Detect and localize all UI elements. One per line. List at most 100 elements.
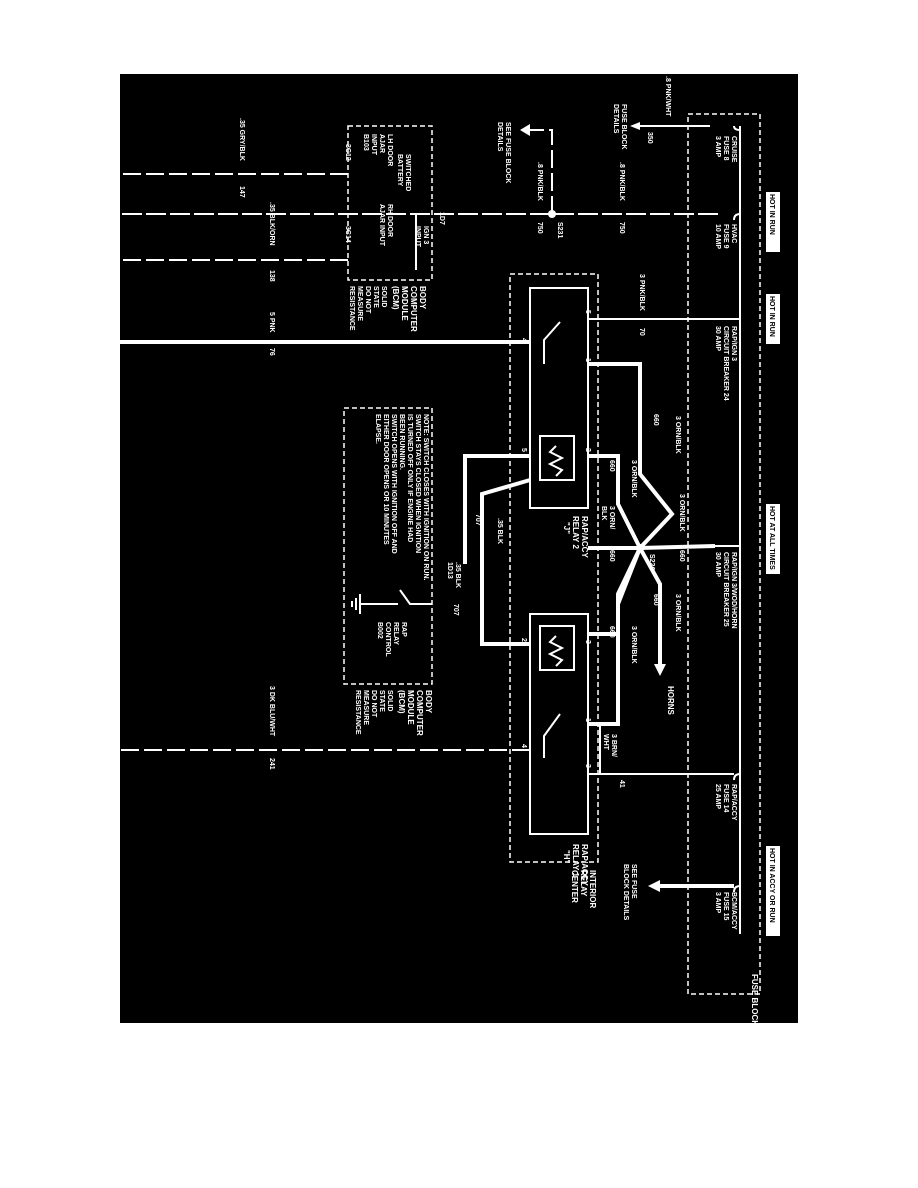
svg-text:BODY: BODY (418, 286, 427, 310)
relay-2-box[interactable] (529, 287, 589, 509)
relay-2-label: RAP/ACCY RELAY 2 "J" (562, 516, 589, 558)
svg-text:DO NOT: DO NOT (370, 690, 377, 718)
see-fuse-block-2a: SEE FUSE (630, 864, 637, 899)
svg-text:FUSE 8: FUSE 8 (722, 136, 729, 161)
svg-text:CENTER: CENTER (570, 870, 579, 903)
svg-text:EITHER DOOR OPENS OR 10 MINUTE: EITHER DOOR OPENS OR 10 MINUTES (382, 414, 389, 545)
svg-text:SOLID: SOLID (380, 286, 387, 307)
fuse-cruise: CRUISE FUSE 8 3 AMP (714, 136, 737, 163)
fuse-rap-ign3-wod: RAP/IGN 3/WOD/HORN CIRCUIT BREAKER 25 30… (714, 552, 737, 629)
wire-707-b: 707 (452, 604, 459, 616)
wire-3orn-4: 3 ORN/ (608, 506, 615, 529)
svg-text:FUSE 15: FUSE 15 (722, 892, 729, 921)
wire-35grybk: .35 GRY/BLK (238, 118, 245, 161)
svg-text:INTERIOR: INTERIOR (588, 870, 597, 908)
horns-label: HORNS (666, 686, 675, 716)
svg-text:3: 3 (584, 640, 591, 644)
note-text: NOTE: SWITCH CLOSES WITH IGNITION ON RUN… (374, 414, 429, 580)
svg-text:SWITCH STAYS CLOSED WHEN IGNIT: SWITCH STAYS CLOSED WHEN IGNITION (414, 414, 421, 553)
svg-text:BEEN RUNNING.: BEEN RUNNING. (398, 414, 405, 470)
wire-660-2: 660 (608, 460, 615, 472)
wire-138: 138 (268, 270, 275, 282)
svg-text:MEASURE: MEASURE (362, 690, 369, 725)
wire-wht: WHT (602, 734, 609, 751)
svg-text:BCM/ACCY: BCM/ACCY (730, 892, 737, 930)
fuse-block-label: FUSE BLOCK (750, 974, 759, 1023)
svg-text:ELAPSE.: ELAPSE. (374, 414, 381, 444)
svg-text:IGN 3: IGN 3 (422, 226, 429, 244)
svg-text:MODULE: MODULE (406, 690, 415, 725)
svg-text:30 AMP: 30 AMP (714, 326, 721, 351)
svg-text:3C12: 3C12 (344, 144, 351, 161)
svg-text:CONTROL: CONTROL (384, 622, 391, 657)
svg-text:AJAR: AJAR (378, 134, 385, 153)
wire-blk: BLK (600, 506, 607, 520)
bcm-bottom-ctrl: RAP RELAY CONTROL B002 (376, 622, 407, 657)
svg-text:STATE: STATE (372, 286, 379, 308)
svg-text:5: 5 (584, 310, 591, 314)
svg-text:10 AMP: 10 AMP (714, 224, 721, 249)
svg-text:HOT IN RUN: HOT IN RUN (768, 194, 775, 235)
svg-text:COMPUTER: COMPUTER (409, 286, 418, 332)
bcm-top-title: BODY COMPUTER MODULE (BCM) SOLID STATE D… (348, 286, 427, 332)
wire-35blk: .35 BLK (496, 518, 503, 544)
svg-text:STATE: STATE (378, 690, 385, 712)
svg-text:LH DOOR: LH DOOR (386, 134, 393, 166)
wire-350-label: 350 (646, 132, 653, 144)
see-fuse-block-2b: BLOCK DETAILS (622, 864, 629, 921)
svg-text:HOT IN RUN: HOT IN RUN (768, 296, 775, 337)
wire-41: 41 (618, 780, 625, 788)
svg-text:B002: B002 (376, 622, 383, 639)
wire-750-a: 750 (618, 222, 625, 234)
fuse-hvac: HVAC FUSE 9 10 AMP (714, 224, 737, 249)
wire-1d7: 1D7 (438, 212, 445, 225)
see-fuse-block-b: DETAILS (496, 122, 503, 152)
svg-text:RELAY: RELAY (579, 870, 588, 897)
wire-241: 241 (268, 758, 275, 770)
wire-35blkorn: .35 BLK/ORN (268, 202, 275, 246)
svg-text:RELAY 1: RELAY 1 (571, 844, 580, 877)
svg-text:MODULE: MODULE (400, 286, 409, 321)
fuse-details-label-a: FUSE BLOCK (620, 104, 627, 150)
wire-1d13: 1D13 (446, 562, 453, 579)
wire-3ornblk-2: 3 ORN/BLK (630, 460, 637, 498)
svg-text:RAP/IGN 3: RAP/IGN 3 (730, 326, 737, 361)
wire-660-6: 660 (608, 626, 615, 638)
svg-text:INPUT: INPUT (414, 226, 421, 248)
svg-text:RAP/ACCY: RAP/ACCY (580, 516, 589, 558)
svg-text:RELAY: RELAY (392, 622, 399, 645)
svg-text:RESISTANCE: RESISTANCE (354, 690, 361, 735)
header-hot-run-1: HOT IN RUN (766, 192, 780, 252)
svg-text:RAP/ACCY: RAP/ACCY (580, 844, 589, 886)
wire-8pnkblk-a: .8 PNK/BLK (618, 162, 625, 201)
wire-3ornblk-3: 3 ORN/BLK (678, 494, 685, 532)
svg-text:RAP: RAP (400, 622, 407, 637)
svg-text:FUSE 14: FUSE 14 (722, 784, 729, 813)
svg-text:SWITCHED: SWITCHED (404, 154, 411, 191)
header-hot-run-2: HOT IN RUN (766, 294, 780, 344)
svg-text:CRUISE: CRUISE (730, 136, 737, 163)
svg-text:HOT IN ACCY OR RUN: HOT IN ACCY OR RUN (768, 848, 775, 923)
svg-text:4: 4 (520, 744, 527, 748)
fuse-bcm-accy: BCM/ACCY FUSE 15 3 AMP (714, 892, 737, 930)
bcm-top-inputs: SWITCHED BATTERY LH DOOR AJAR INPUT RH D… (344, 134, 429, 248)
svg-text:3: 3 (584, 764, 591, 768)
relay-center-label: INTERIOR RELAY CENTER (570, 870, 597, 908)
svg-text:30 AMP: 30 AMP (714, 552, 721, 577)
wire-750-b: 750 (536, 222, 543, 234)
svg-text:NOTE: SWITCH CLOSES WITH IGNIT: NOTE: SWITCH CLOSES WITH IGNITION ON RUN… (422, 414, 429, 580)
wire-660-5: 660 (652, 594, 659, 606)
fuse-rap-ign3: RAP/IGN 3 CIRCUIT BREAKER 24 30 AMP (714, 326, 737, 401)
svg-text:RESISTANCE: RESISTANCE (348, 286, 355, 331)
wire-707: 707 (474, 514, 481, 526)
svg-text:IS TURNED OFF ONLY IF ENGINE H: IS TURNED OFF ONLY IF ENGINE HAD (406, 414, 413, 542)
svg-text:AJAR INPUT: AJAR INPUT (378, 204, 385, 247)
bcm-top-outline (347, 125, 433, 281)
svg-text:"H": "H" (562, 850, 571, 864)
svg-text:RAP/ACCY: RAP/ACCY (730, 784, 737, 821)
svg-text:BODY: BODY (424, 690, 433, 714)
svg-text:(BCM): (BCM) (391, 286, 400, 310)
svg-text:CIRCUIT BREAKER 25: CIRCUIT BREAKER 25 (722, 552, 729, 627)
svg-text:SWITCH OPENS WITH IGNITION OFF: SWITCH OPENS WITH IGNITION OFF AND (390, 414, 397, 554)
svg-text:3 AMP: 3 AMP (714, 136, 721, 157)
